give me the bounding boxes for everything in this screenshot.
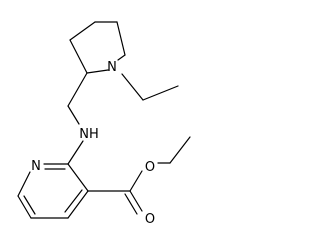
molecule-structure: N NH N O O [17,21,191,227]
atom-label-carbonyl-o: O [145,212,155,227]
bond-n-ethyl-ch2 [121,73,144,101]
bond-carbonyl-c-o-ester [129,170,143,192]
methylene-linker [67,72,88,125]
bond-ring-c2-c3 [69,21,96,41]
bond-ethyl-ch2-ch3 [142,85,179,101]
bond-ring-n-c2 [86,69,109,74]
pyrrolidine-ring [69,21,126,74]
bond-ring-c2-c1 [69,39,88,74]
bond-c2-ch2 [67,72,88,107]
molecule-canvas: N NH N O O [17,21,191,227]
n-ethyl-group [121,73,179,101]
bond-nh-pyridine-c2 [67,140,84,165]
atom-label-pyridine-n: N [31,159,41,174]
bond-pyr-c4-c3 [67,190,89,219]
bond-pyr-c3-c2 [67,163,89,192]
bond-carbonyl-c-o-double-2 [124,193,138,215]
bond-ch2-nh [67,105,80,125]
bond-pyr-c6-c5 [17,195,32,219]
atom-label-pyrrolidine-n: N [107,60,117,75]
atom-label-amine-nh: NH [79,127,99,142]
atom-label-ester-o: O [145,160,155,175]
bond-ring-c5-n [117,54,126,61]
bond-pyr-c6-c5-double [23,195,36,215]
bond-pyr-c4-c3-double [64,189,83,213]
bond-carbonyl-c-o-double [129,190,143,212]
pyridine-ring [17,163,89,219]
bond-ester-ch2-ch3 [169,136,191,164]
ethyl-ester-group [87,136,191,215]
bond-pyr-n1-c6 [17,171,31,197]
bond-ring-c4-c5 [116,21,126,56]
